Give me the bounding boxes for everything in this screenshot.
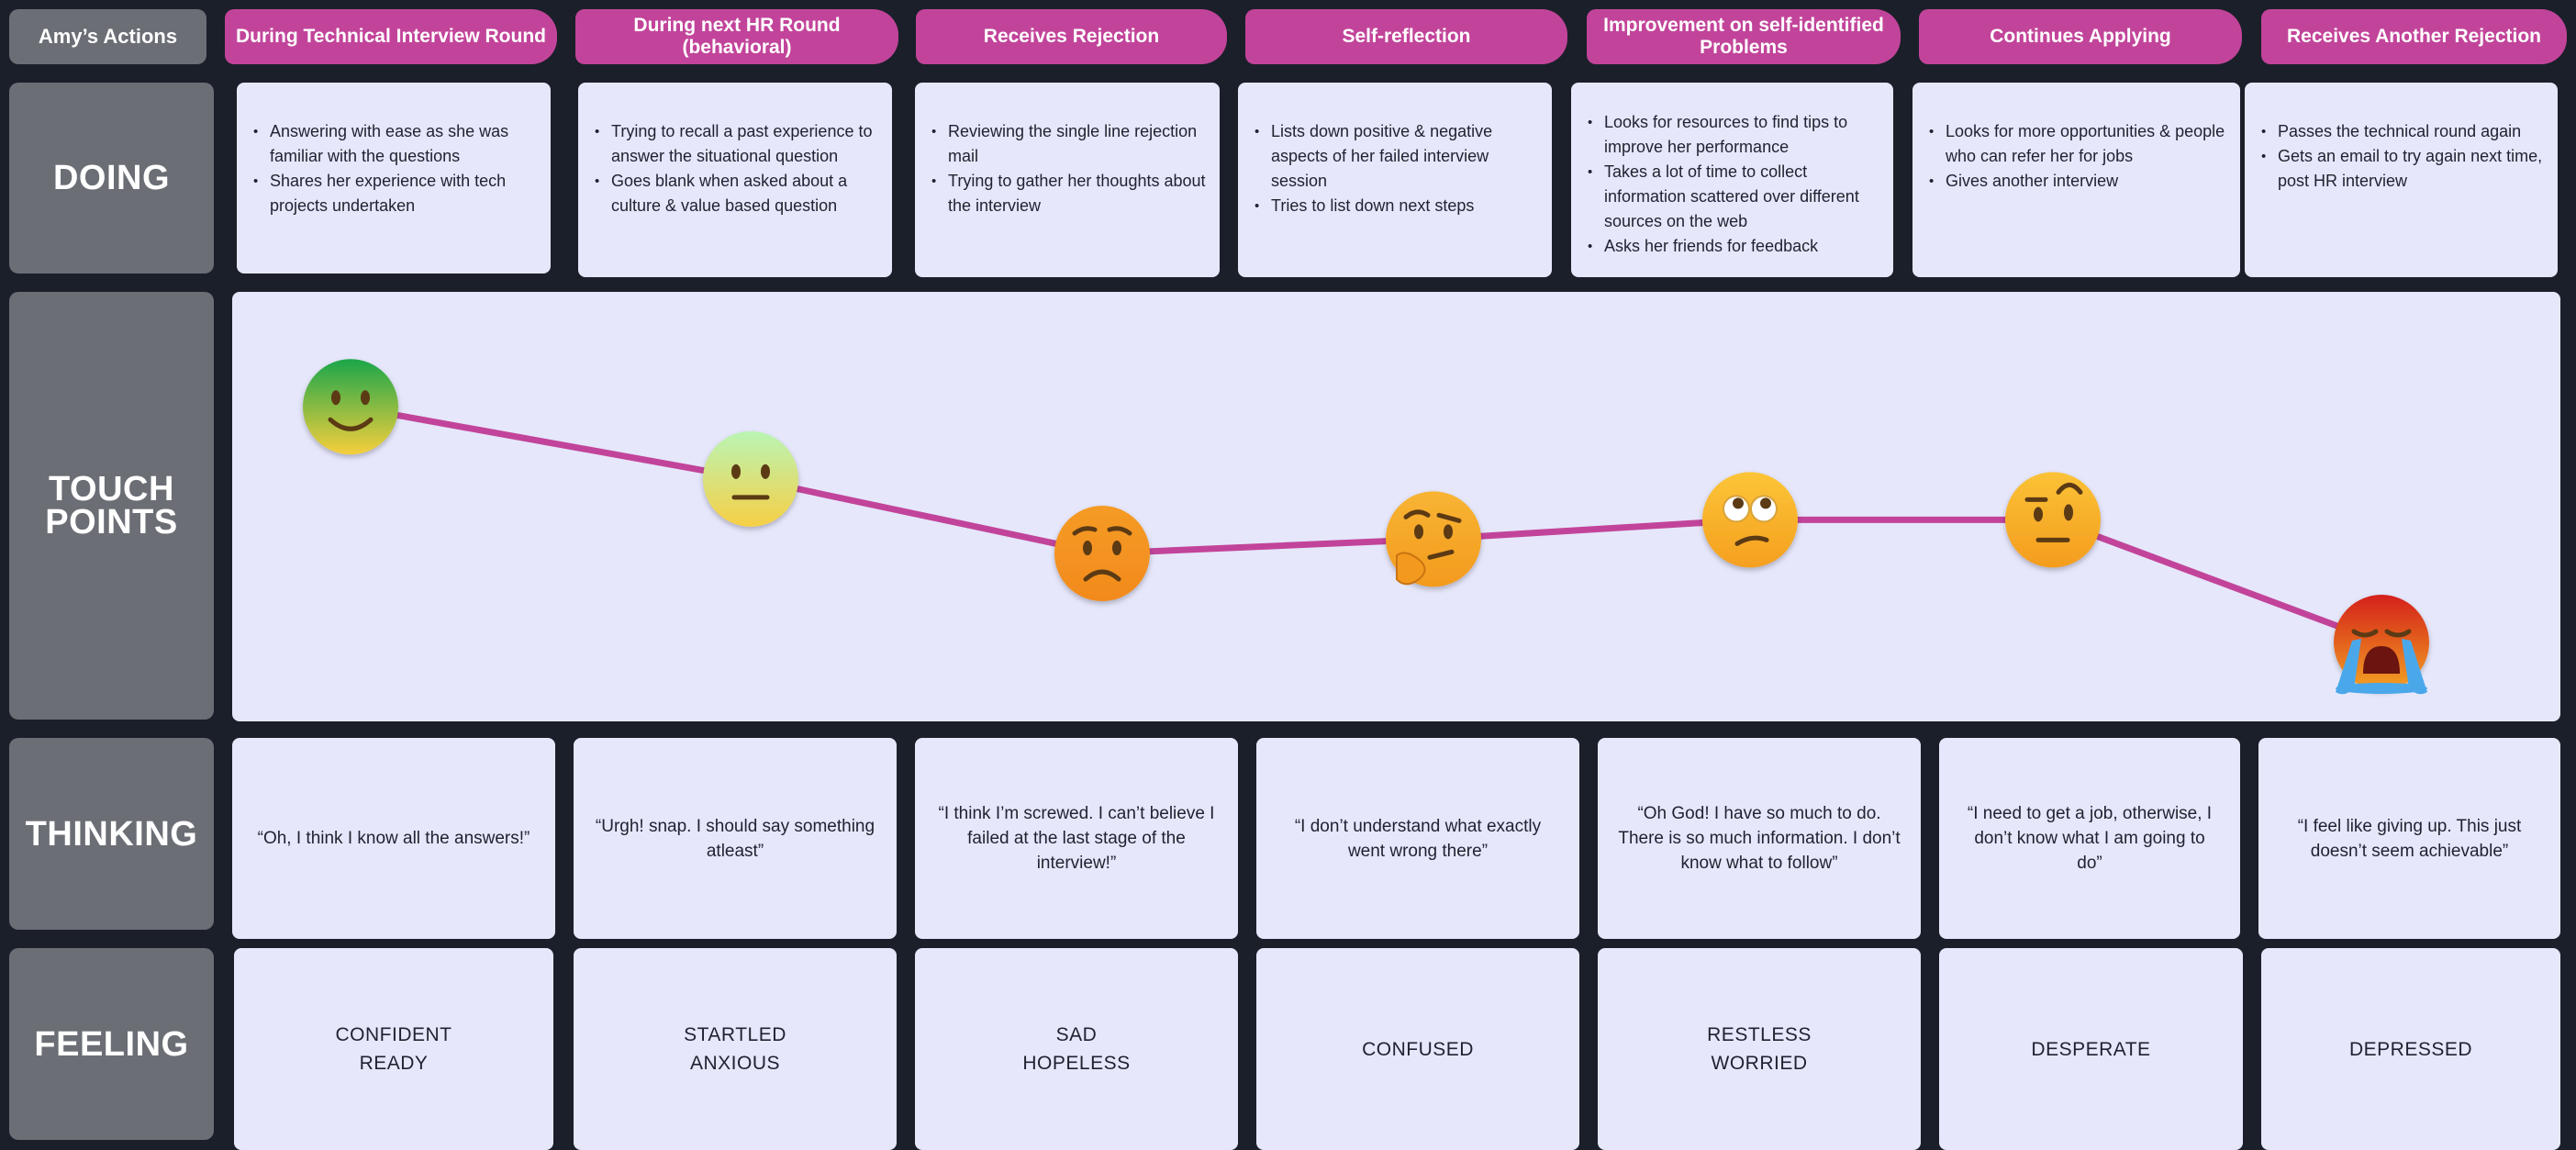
thinking-card: “Oh God! I have so much to do. There is … bbox=[1598, 738, 1921, 939]
doing-list: Answering with ease as she was familiar … bbox=[237, 83, 551, 218]
doing-item: Goes blank when asked about a culture & … bbox=[595, 169, 879, 218]
doing-item: Gives another interview bbox=[1929, 169, 2227, 194]
doing-card: Reviewing the single line rejection mail… bbox=[915, 83, 1220, 277]
doing-item: Tries to list down next steps bbox=[1255, 194, 1539, 218]
stage-header: During next HR Round (behavioral) bbox=[575, 9, 898, 64]
stage-header: Continues Applying bbox=[1919, 9, 2242, 64]
doing-list: Trying to recall a past experience to an… bbox=[578, 83, 892, 218]
worried-face-icon bbox=[1054, 506, 1150, 602]
thinking-card: “I need to get a job, otherwise, I don’t… bbox=[1939, 738, 2240, 939]
doing-item: Asks her friends for feedback bbox=[1588, 234, 1880, 259]
doing-list: Reviewing the single line rejection mail… bbox=[915, 83, 1220, 218]
feeling-card: DESPERATE bbox=[1939, 948, 2243, 1150]
feeling-word: DESPERATE bbox=[2031, 1038, 2151, 1060]
feeling-word: DEPRESSED bbox=[2348, 1038, 2473, 1060]
doing-item: Trying to gather her thoughts about the … bbox=[931, 169, 1207, 218]
thinking-face-icon bbox=[1386, 491, 1481, 587]
feeling-card: STARTLED ANXIOUS bbox=[574, 948, 897, 1150]
confused-face-icon bbox=[1702, 472, 1798, 568]
row-label-thinking: THINKING bbox=[9, 738, 214, 930]
doing-list: Looks for resources to find tips to impr… bbox=[1571, 83, 1893, 259]
stage-header: Self-reflection bbox=[1245, 9, 1567, 64]
thinking-card: “I think I’m screwed. I can’t believe I … bbox=[915, 738, 1238, 939]
emotion-curve-chart bbox=[303, 359, 2429, 695]
doing-list: Looks for more opportunities & people wh… bbox=[1912, 83, 2240, 194]
doing-item: Gets an email to try again next time, po… bbox=[2261, 144, 2545, 194]
thinking-card: “I feel like giving up. This just doesn’… bbox=[2258, 738, 2560, 939]
stage-header: During Technical Interview Round bbox=[225, 9, 557, 64]
feeling-word: WORRIED bbox=[1711, 1053, 1808, 1074]
doing-item: Answering with ease as she was familiar … bbox=[253, 119, 538, 169]
feeling-card: SAD HOPELESS bbox=[915, 948, 1238, 1150]
thinking-card: “I don’t understand what exactly went wr… bbox=[1256, 738, 1579, 939]
doing-item: Reviewing the single line rejection mail bbox=[931, 119, 1207, 169]
feeling-word: STARTLED bbox=[684, 1024, 786, 1045]
crying-face-icon bbox=[2334, 595, 2429, 695]
feeling-card: RESTLESS WORRIED bbox=[1598, 948, 1921, 1150]
doing-list: Lists down positive & negative aspects o… bbox=[1238, 83, 1552, 218]
feeling-word: SAD bbox=[1055, 1024, 1098, 1045]
doing-list: Passes the technical round againGets an … bbox=[2245, 83, 2558, 194]
feeling-card: CONFUSED bbox=[1256, 948, 1579, 1150]
feeling-word: ANXIOUS bbox=[689, 1053, 781, 1074]
feeling-word: HOPELESS bbox=[1022, 1053, 1131, 1074]
stage-header: Improvement on self-identified Problems bbox=[1587, 9, 1901, 64]
feeling-card: CONFIDENT READY bbox=[234, 948, 553, 1150]
doing-item: Looks for more opportunities & people wh… bbox=[1929, 119, 2227, 169]
doing-card: Looks for resources to find tips to impr… bbox=[1571, 83, 1893, 277]
thinking-card: “Urgh! snap. I should say something atle… bbox=[574, 738, 897, 939]
doing-item: Takes a lot of time to collect informati… bbox=[1588, 160, 1880, 234]
row-label-touch-line2: POINTS bbox=[45, 503, 178, 542]
stage-header: Receives Another Rejection bbox=[2261, 9, 2567, 64]
row-label-doing: DOING bbox=[9, 83, 214, 274]
doing-item: Shares her experience with tech projects… bbox=[253, 169, 538, 218]
stage-header: Receives Rejection bbox=[916, 9, 1227, 64]
feeling-word: RESTLESS bbox=[1707, 1024, 1812, 1045]
emotion-curve-panel bbox=[232, 292, 2560, 721]
doing-card: Trying to recall a past experience to an… bbox=[578, 83, 892, 277]
doing-card: Lists down positive & negative aspects o… bbox=[1238, 83, 1552, 277]
feeling-word: READY bbox=[359, 1053, 429, 1074]
doing-card: Passes the technical round againGets an … bbox=[2245, 83, 2558, 277]
feeling-word: CONFUSED bbox=[1362, 1038, 1474, 1060]
doing-item: Trying to recall a past experience to an… bbox=[595, 119, 879, 169]
doing-item: Passes the technical round again bbox=[2261, 119, 2545, 144]
smiling-face-icon bbox=[303, 359, 398, 455]
doing-card: Looks for more opportunities & people wh… bbox=[1912, 83, 2240, 277]
feeling-card: DEPRESSED bbox=[2261, 948, 2560, 1150]
row-label-touch-line1: TOUCH bbox=[49, 470, 174, 508]
doing-item: Lists down positive & negative aspects o… bbox=[1255, 119, 1539, 194]
journey-corner-label: Amy’s Actions bbox=[9, 9, 206, 64]
feeling-word: CONFIDENT bbox=[335, 1024, 452, 1045]
doing-card: Answering with ease as she was familiar … bbox=[237, 83, 551, 274]
row-label-feeling: FEELING bbox=[9, 948, 214, 1140]
neutral-face-icon bbox=[703, 430, 798, 527]
raised-eyebrow-face-icon bbox=[2005, 472, 2101, 568]
thinking-card: “Oh, I think I know all the answers!” bbox=[232, 738, 555, 939]
doing-item: Looks for resources to find tips to impr… bbox=[1588, 110, 1880, 160]
